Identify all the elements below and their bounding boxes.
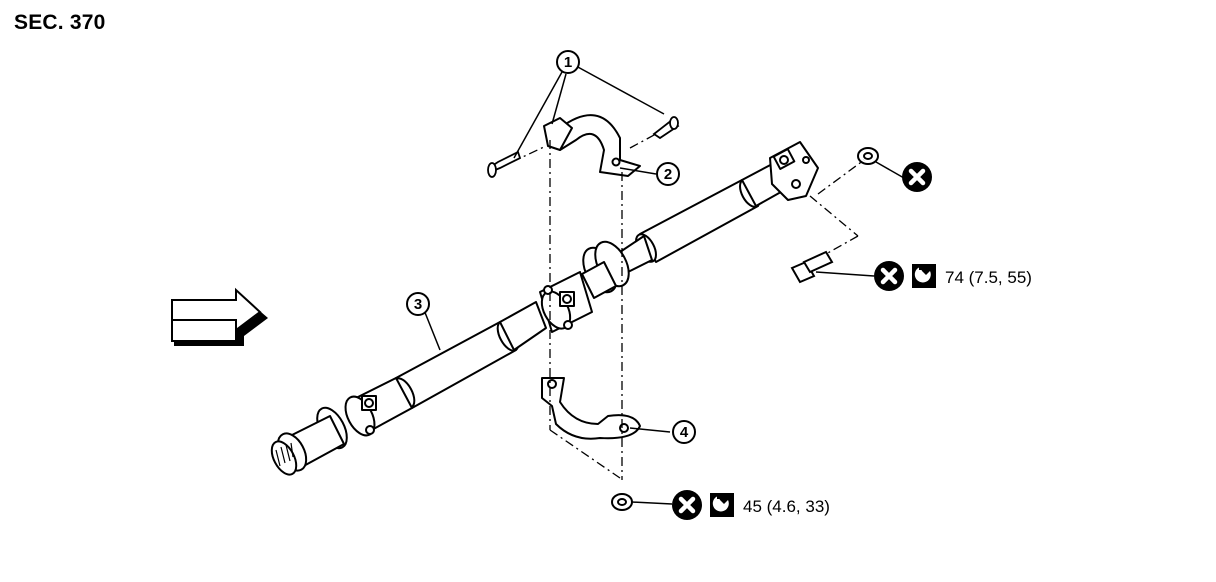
callout-4: 4 [672,420,696,444]
section-label: SEC. 370 [14,11,106,34]
mounting-screw [487,116,680,178]
center-bearing-upper-bracket [543,114,641,177]
center-bearing-lower-bracket [541,377,641,440]
front-direction-arrow-icon [171,287,268,346]
nut-lower [611,493,633,511]
propeller-shaft [270,141,819,476]
nut-upper [857,147,879,165]
bolt [790,250,834,284]
callout-3: 3 [406,292,430,316]
svg-text:1: 1 [564,54,572,71]
do-not-reuse-icon [874,261,904,291]
svg-text:2: 2 [664,166,672,183]
do-not-reuse-icon [902,162,932,192]
svg-text:4: 4 [680,424,689,441]
dashed-centerlines [511,133,865,480]
svg-text:3: 3 [414,296,422,313]
torque-wrench-icon [912,264,936,288]
torque-spec-upper: 74 (7.5, 55) [945,268,1032,287]
torque-spec-lower: 45 (4.6, 33) [743,497,830,516]
do-not-reuse-icon [672,490,702,520]
callout-leaders [423,65,905,505]
callout-1: 1 [556,50,580,74]
callout-2: 2 [656,162,680,186]
torque-wrench-icon [710,493,734,517]
